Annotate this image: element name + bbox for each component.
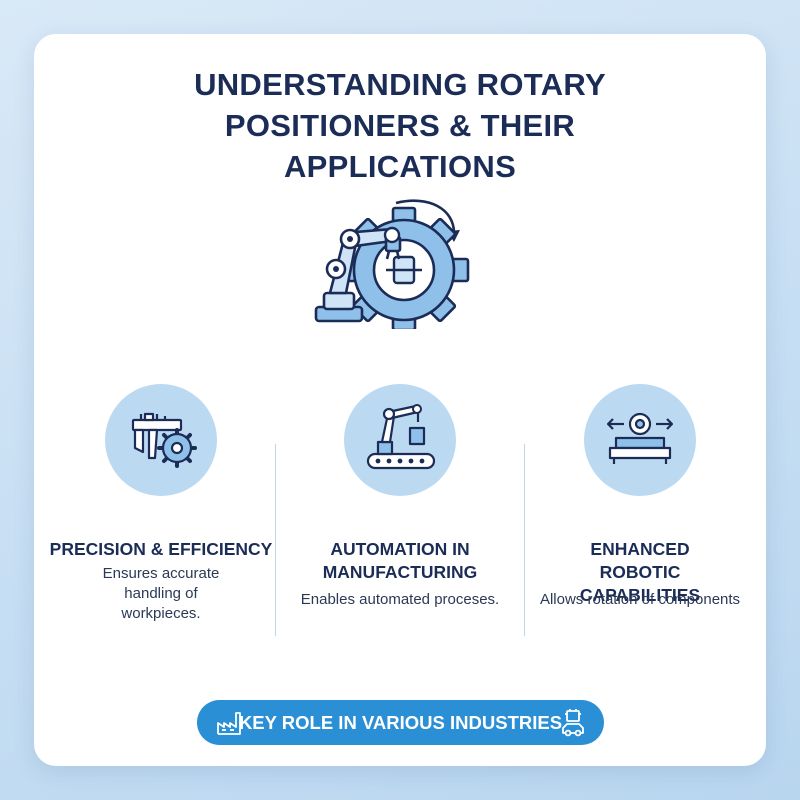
feature-description: Enables automated proceses.: [300, 591, 500, 608]
feature-icon-circle: [344, 384, 456, 496]
infographic-card: UNDERSTANDING ROTARY POSITIONERS & THEIR…: [34, 34, 766, 766]
feature-heading: AUTOMATION IN MANUFACTURING: [322, 539, 478, 582]
feature-automation: AUTOMATION IN MANUFACTURING Enables auto…: [285, 384, 515, 610]
feature-description: Ensures accurate handling of workpieces.: [102, 565, 220, 622]
title-line-1: UNDERSTANDING ROTARY: [194, 67, 606, 102]
feature-precision: PRECISION & EFFICIENCY Ensures accurate …: [46, 384, 276, 624]
title-line-3: APPLICATIONS: [283, 149, 517, 184]
page-title: UNDERSTANDING ROTARY POSITIONERS & THEIR…: [34, 64, 766, 187]
feature-icon-circle: [584, 384, 696, 496]
industries-label: KEY ROLE IN VARIOUS INDUSTRIES: [238, 711, 563, 733]
rotary-table-icon: [606, 412, 674, 464]
robot-arm-gear-icon: [314, 199, 470, 329]
industries-banner: KEY ROLE IN VARIOUS INDUSTRIES: [197, 700, 604, 745]
divider: [275, 444, 276, 636]
feature-heading: ENHANCED ROBOTIC CAPABILITIES: [579, 539, 701, 605]
title-line-2: POSITIONERS & THEIR: [224, 108, 576, 143]
feature-description: Allows rotation of components: [539, 591, 741, 608]
divider: [524, 444, 525, 636]
caliper-gear-icon: [131, 412, 197, 468]
feature-robotic: ENHANCED ROBOTIC CAPABILITIES Allows rot…: [525, 384, 755, 610]
car-chip-icon: [562, 709, 584, 737]
feature-heading: PRECISION & EFFICIENCY: [49, 539, 273, 559]
feature-icon-circle: [105, 384, 217, 496]
robot-arm-conveyor-icon: [366, 404, 436, 470]
factory-icon: [217, 712, 241, 735]
